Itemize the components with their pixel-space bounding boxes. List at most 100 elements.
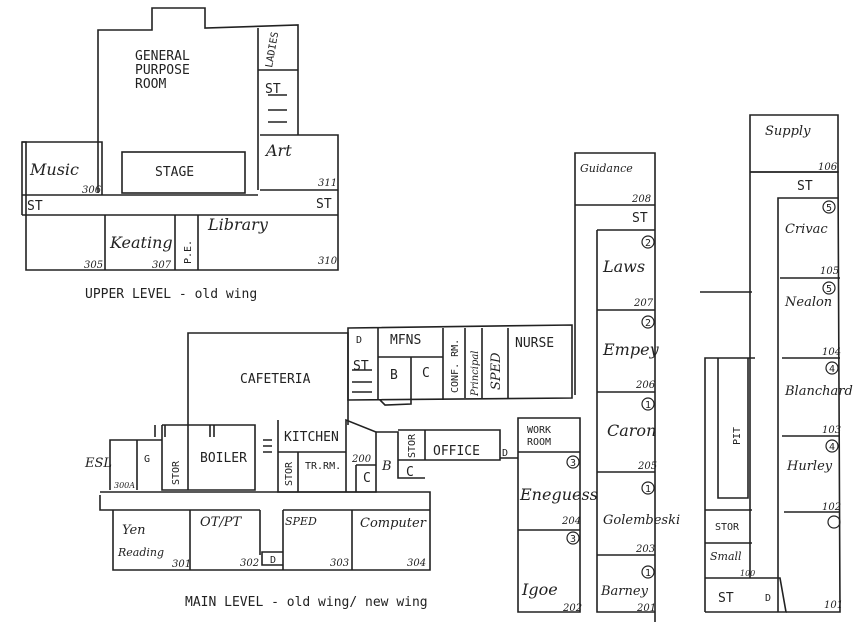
grade-badge: 1 xyxy=(645,568,651,579)
room-reading: Reading xyxy=(117,546,164,559)
gpr-label: PURPOSE xyxy=(135,63,190,78)
room-number: 307 xyxy=(152,260,172,271)
door-label: D xyxy=(356,335,362,346)
room-number: 201 xyxy=(636,603,656,614)
room-number: 203 xyxy=(635,544,655,555)
room-number: 300A xyxy=(114,481,135,490)
stage xyxy=(121,151,246,194)
room-number: 101 xyxy=(824,600,843,611)
door-label: D xyxy=(270,555,276,566)
grade-badge: 1 xyxy=(645,484,651,495)
room-pit: PIT xyxy=(732,427,743,445)
room-number: 304 xyxy=(407,558,426,569)
door-label: D xyxy=(765,593,771,604)
storage-label: STOR xyxy=(715,522,740,533)
teacher-laws: Laws xyxy=(602,257,645,276)
room-number: 206 xyxy=(635,380,656,391)
grade-badge: 2 xyxy=(645,238,651,249)
grade-badge: 3 xyxy=(570,458,576,469)
stairs-label: ST xyxy=(353,359,369,374)
room-esl: ESL xyxy=(84,456,112,471)
grade-badge: 4 xyxy=(829,442,835,453)
room-office: OFFICE xyxy=(433,444,480,459)
teacher-nealon: Nealon xyxy=(784,295,832,310)
main-level-caption: MAIN LEVEL - old wing/ new wing xyxy=(185,595,428,610)
room-small: Small xyxy=(710,550,742,563)
room-nurse: NURSE xyxy=(515,336,554,351)
stairs-label: ST xyxy=(265,82,281,97)
room-sped: SPED xyxy=(489,352,504,390)
stairs-label: ST xyxy=(718,591,734,606)
teacher-caron: Caron xyxy=(607,421,656,440)
teacher-empey: Empey xyxy=(602,340,660,359)
gpr-label: GENERAL xyxy=(135,49,190,64)
gpr-label: ROOM xyxy=(135,77,166,92)
room-otpt: OT/PT xyxy=(200,515,242,530)
closet-label: C xyxy=(363,471,371,486)
room-number: 303 xyxy=(330,558,349,569)
room-keating: Keating xyxy=(109,233,173,252)
closet-label: C xyxy=(406,465,414,480)
room-boiler: BOILER xyxy=(200,451,247,466)
room-pe: P.E. xyxy=(183,240,194,264)
teacher-eneguess: Eneguess xyxy=(519,485,598,504)
storage-label: STOR xyxy=(171,460,182,485)
room-teachers: TR.RM. xyxy=(305,461,341,472)
grade-badge: 5 xyxy=(826,203,832,214)
room-guidance: Guidance xyxy=(580,162,633,175)
upper-level-caption: UPPER LEVEL - old wing xyxy=(85,287,257,302)
room-conference: CONF. RM. xyxy=(450,339,461,393)
room-sped: SPED xyxy=(285,515,317,528)
room-number: 205 xyxy=(637,461,657,472)
room-number: 103 xyxy=(822,425,841,436)
room-number: 204 xyxy=(561,516,581,527)
room-mfns: MFNS xyxy=(390,333,421,348)
room-number: 207 xyxy=(633,298,654,309)
storage-label: STOR xyxy=(407,433,418,458)
upper-level: GENERAL PURPOSE ROOM LADIES ST Art 311 M… xyxy=(21,7,339,302)
room-principal: Principal xyxy=(470,350,481,397)
room-number: 105 xyxy=(820,266,839,277)
teacher-barney: Barney xyxy=(600,584,649,599)
stairs-label: ST xyxy=(316,197,332,212)
stage-label: STAGE xyxy=(155,165,194,180)
grade-badge: 1 xyxy=(645,400,651,411)
teacher-golembeski: Golembeski xyxy=(603,513,680,528)
room-number: 200 xyxy=(351,454,372,465)
teacher-yen: Yen xyxy=(122,523,146,538)
storage-label: STOR xyxy=(284,461,295,486)
room-number: 208 xyxy=(631,194,651,205)
room-number: 306 xyxy=(82,185,102,196)
teacher-blanchard: Blanchard xyxy=(784,384,853,399)
room-number: 311 xyxy=(318,178,337,189)
room-number: 100 xyxy=(740,569,755,578)
room-number: 305 xyxy=(84,260,103,271)
room-number: 104 xyxy=(822,347,841,358)
boys-room-label: B xyxy=(390,368,398,383)
ladies-room-label: LADIES xyxy=(264,31,281,68)
door-label: D xyxy=(502,448,508,459)
room-number: 301 xyxy=(172,559,191,570)
room-art: Art xyxy=(264,141,292,160)
room-supply: Supply xyxy=(765,124,811,139)
room-library: Library xyxy=(207,215,269,234)
main-level: CAFETERIA D MFNS ST B C CONF. RM. Princi… xyxy=(84,114,853,622)
room-music: Music xyxy=(29,160,79,179)
boys-room-label: B xyxy=(381,459,392,474)
room-kitchen: KITCHEN xyxy=(284,430,339,445)
grade-badge: 5 xyxy=(826,284,832,295)
grade-badge: 2 xyxy=(645,318,651,329)
stairs-label: ST xyxy=(632,211,648,226)
room-number: 202 xyxy=(562,603,582,614)
room-workroom: WORK xyxy=(527,425,551,436)
room-number: 102 xyxy=(822,502,841,513)
closet-label: C xyxy=(422,366,430,381)
room-number: 106 xyxy=(818,162,838,173)
teacher-igoe: Igoe xyxy=(521,580,558,599)
teacher-crivac: Crivac xyxy=(785,222,828,237)
stairs-label: ST xyxy=(797,179,813,194)
teacher-hurley: Hurley xyxy=(786,459,833,474)
room-computer: Computer xyxy=(360,516,427,531)
grade-badge: 3 xyxy=(570,534,576,545)
